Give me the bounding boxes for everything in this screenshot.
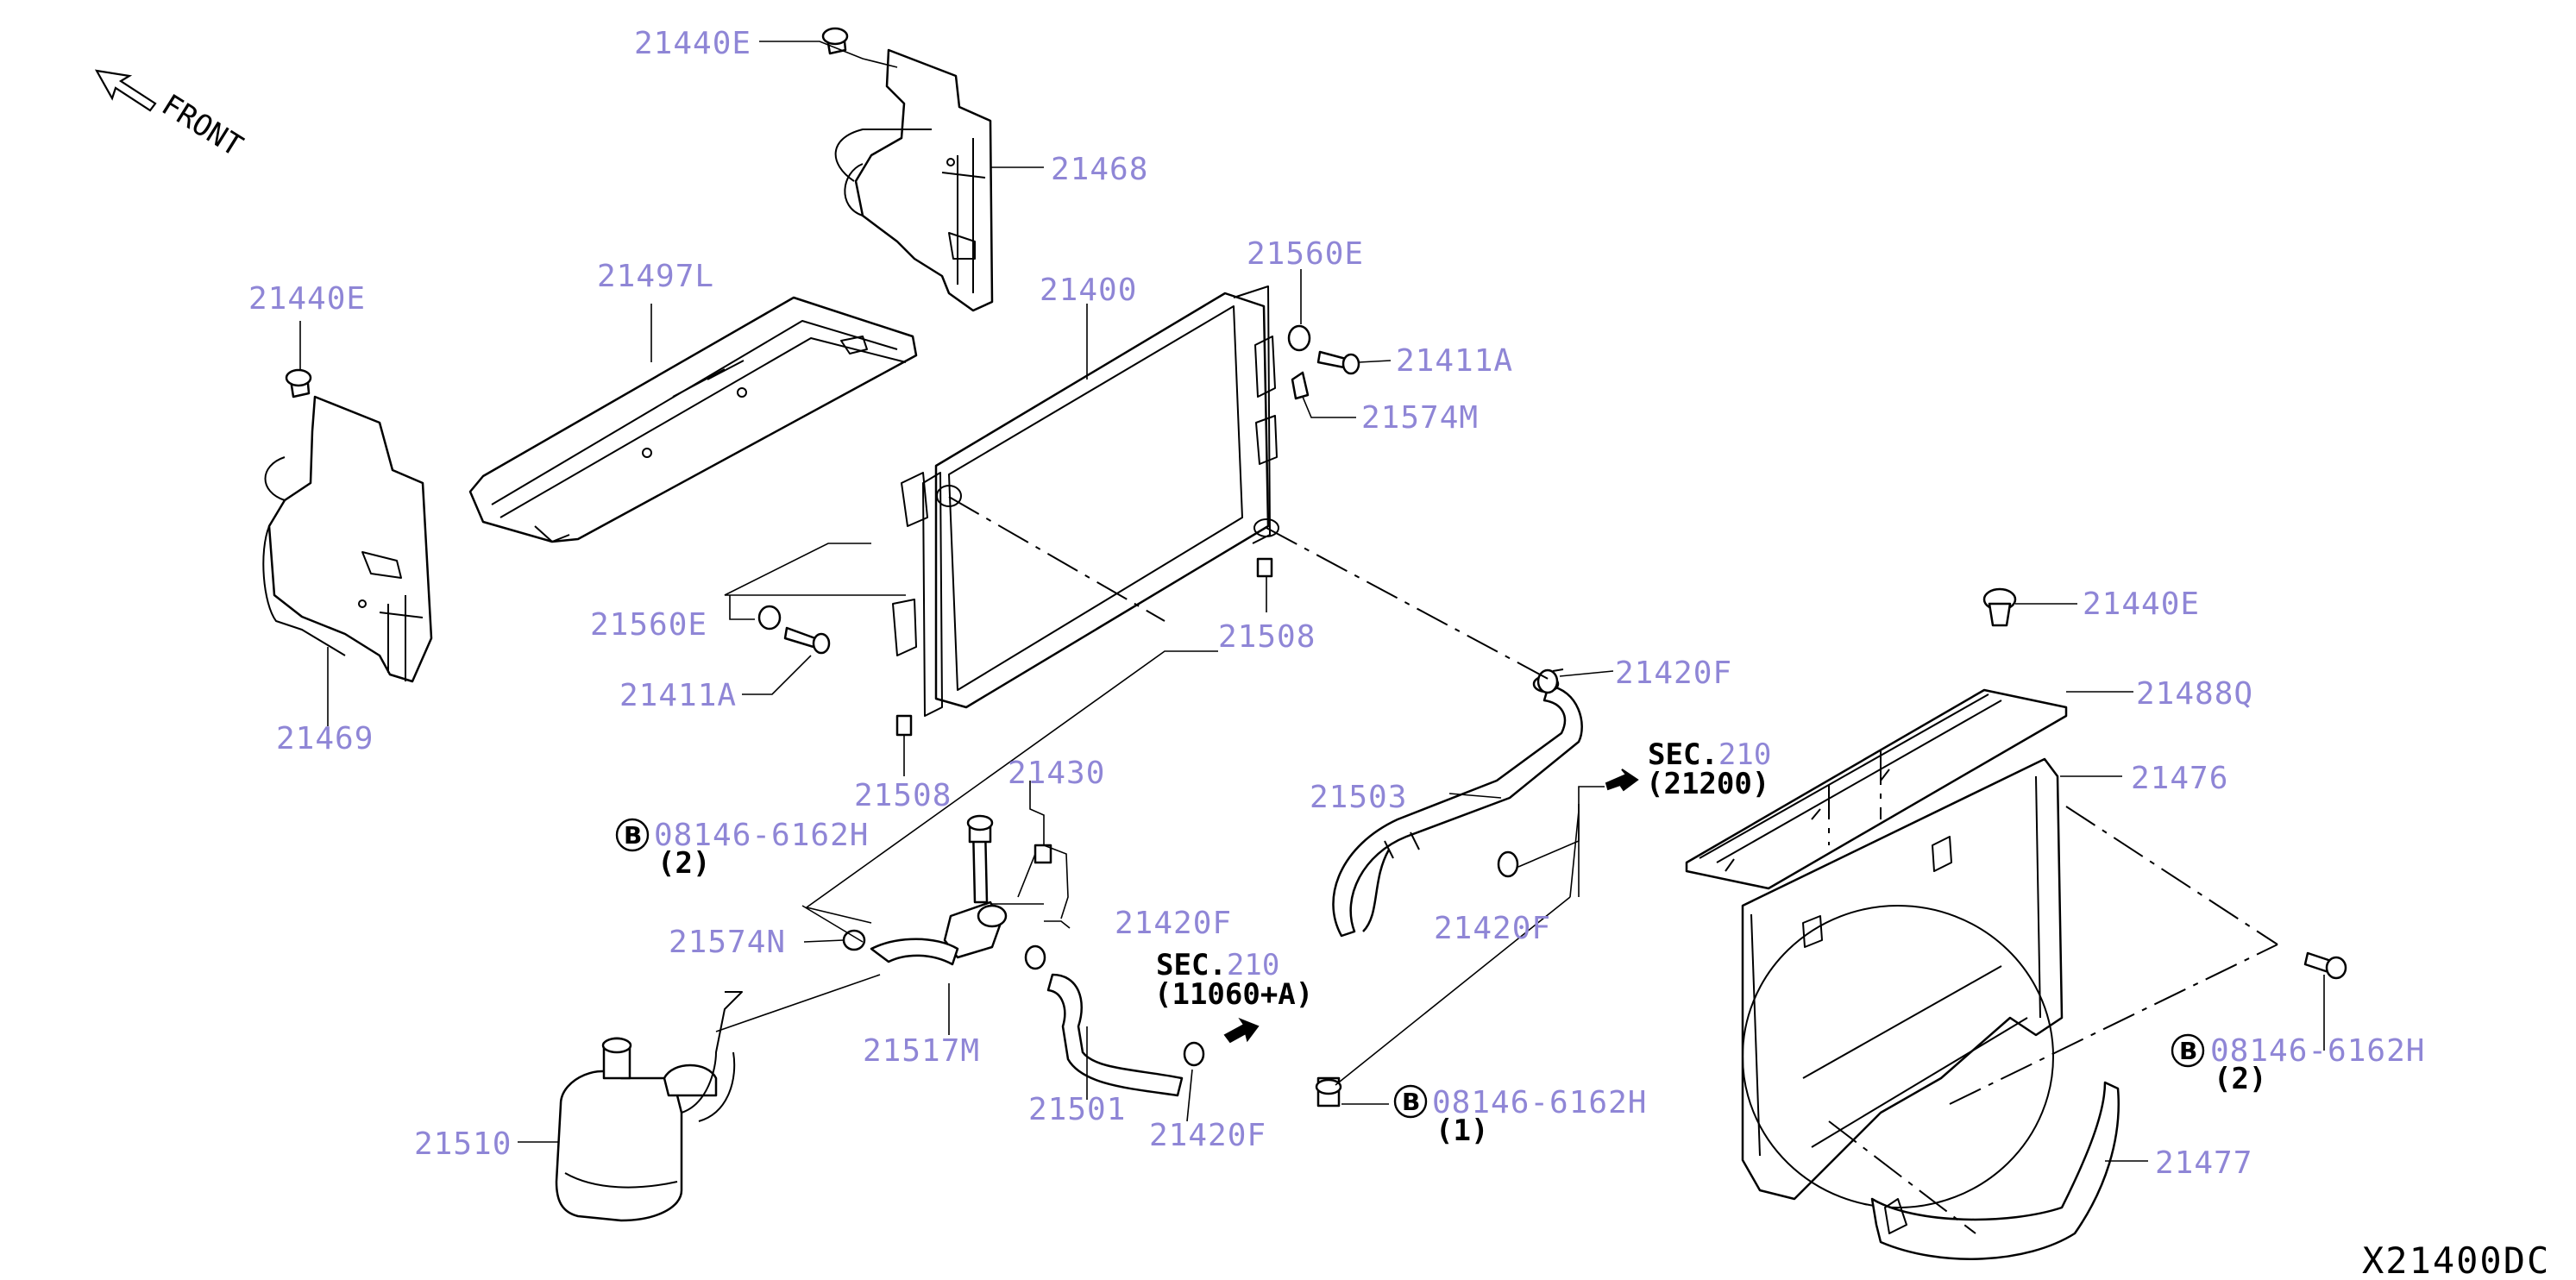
bolt-08146-right-shape	[2303, 951, 2347, 980]
svg-text:SEC.210: SEC.210	[1648, 737, 1771, 772]
label-21497L: 21497L	[597, 259, 714, 294]
label-21411A-right: 21411A	[1396, 343, 1513, 379]
sec-ref-2-code: (11060+A)	[1154, 977, 1313, 1012]
bolt-08146-left-shape	[966, 814, 994, 844]
sec-ref-21200-arrow-icon	[1605, 769, 1639, 792]
bolt-21411A-right-shape	[1316, 350, 1360, 375]
grommet-21560E-right-shape	[1287, 324, 1311, 352]
leader-lines	[299, 41, 2325, 1162]
label-21420F-mid: 21420F	[1434, 911, 1551, 946]
label-21508-right: 21508	[1218, 619, 1316, 655]
label-21440E-right: 21440E	[2083, 587, 2200, 622]
upper-shroud-shape	[468, 296, 918, 543]
svg-text:SEC.210: SEC.210	[1156, 948, 1279, 982]
fan-shroud-21476-shape	[1741, 757, 2064, 1208]
bolt-ref-1-qty: (2)	[657, 846, 710, 881]
label-21517M: 21517M	[863, 1033, 980, 1069]
sec-ref-1-code: (21200)	[1646, 767, 1769, 801]
diagram-code: X21400DC	[2362, 1239, 2550, 1280]
drain-plug-21508-right-shape	[1256, 557, 1273, 578]
clamp-21420F-bottom-shape	[1183, 1041, 1205, 1067]
bolt-ref-3-qty: (2)	[2214, 1062, 2266, 1096]
bolt-ref-2-part: 08146-6162H	[1432, 1085, 1647, 1120]
label-21476: 21476	[2131, 761, 2228, 796]
drain-plug-21508-left-shape	[895, 714, 913, 737]
front-label: FRONT	[155, 88, 248, 164]
b-symbol-2: B	[1402, 1088, 1420, 1116]
upper-air-guide-shape	[834, 48, 994, 312]
b-symbol-icon	[2171, 1033, 2205, 1068]
sec-prefix-2: SEC.	[1156, 948, 1227, 982]
water-outlet-21430-shape	[943, 818, 1052, 959]
reservoir-tank-21510-shape	[555, 991, 743, 1222]
hose-21501-shape	[1046, 973, 1184, 1097]
label-21420F-top: 21420F	[1615, 656, 1732, 691]
phantom-lines	[948, 496, 2278, 1234]
label-21477: 21477	[2155, 1145, 2252, 1181]
front-arrow-icon	[94, 69, 157, 112]
label-21560E-right: 21560E	[1247, 236, 1364, 272]
bolt-ref-2: B 08146-6162H (1)	[1393, 1084, 1647, 1148]
b-symbol-icon	[615, 818, 650, 852]
bolt-ref-2-qty: (1)	[1436, 1114, 1488, 1148]
section-ref-2[interactable]: SEC.210 (11060+A)	[1154, 948, 1313, 1012]
b-symbol-1: B	[624, 821, 642, 850]
clamp-21420F-left-shape	[1024, 944, 1046, 970]
mount-21574M-shape	[1291, 371, 1310, 400]
label-21501: 21501	[1028, 1092, 1126, 1127]
label-21420F-bottom: 21420F	[1149, 1118, 1266, 1153]
lower-shroud-21477-shape	[1870, 1081, 2120, 1260]
label-21574M: 21574M	[1361, 400, 1479, 436]
label-21574N: 21574N	[669, 925, 786, 960]
section-ref-1[interactable]: SEC.210 (21200)	[1646, 737, 1771, 801]
hose-21517M-shape	[870, 938, 959, 966]
radiator-shape	[892, 285, 1279, 717]
label-21420F-left: 21420F	[1115, 906, 1232, 941]
left-air-guide-shape	[262, 395, 433, 683]
sec-number-1: 210	[1718, 737, 1771, 772]
label-21510: 21510	[414, 1126, 512, 1162]
clamp-21574N-shape	[842, 929, 866, 951]
bolt-ref-3: B 08146-6162H (2)	[2171, 1033, 2425, 1096]
label-21430: 21430	[1008, 756, 1105, 791]
label-21400: 21400	[1040, 273, 1137, 308]
label-21440E-top: 21440E	[634, 26, 751, 61]
bolt-ref-3-part: 08146-6162H	[2210, 1033, 2425, 1069]
bolt-ref-1: B 08146-6162H (2)	[615, 818, 869, 881]
sec-number-2: 210	[1227, 948, 1279, 982]
label-21468: 21468	[1051, 152, 1148, 187]
label-21488Q: 21488Q	[2136, 676, 2253, 712]
clip-21440E-left-shape	[285, 368, 312, 398]
label-21503: 21503	[1310, 780, 1407, 815]
label-21469: 21469	[276, 721, 374, 756]
label-21508-left: 21508	[854, 778, 952, 813]
sec-ref-11060-arrow-icon	[1223, 1017, 1260, 1044]
label-21560E-left: 21560E	[590, 607, 707, 643]
sec-prefix-1: SEC.	[1648, 737, 1718, 772]
clamp-21420F-mid-shape	[1497, 850, 1519, 878]
b-symbol-icon	[1393, 1084, 1428, 1119]
clip-21440E-top-shape	[821, 27, 849, 55]
b-symbol-3: B	[2179, 1037, 2197, 1065]
label-21411A-left: 21411A	[619, 678, 737, 713]
bolt-21411A-left-shape	[783, 626, 831, 655]
bolt-ref-1-part: 08146-6162H	[654, 818, 869, 853]
upper-shroud-21488Q-shape	[1685, 688, 2068, 890]
clip-21440E-right-shape	[1982, 587, 2017, 627]
grommet-21560E-left-shape	[757, 605, 782, 631]
label-21440E-left: 21440E	[248, 281, 366, 317]
bolt-08146-center-shape	[1315, 1076, 1342, 1107]
